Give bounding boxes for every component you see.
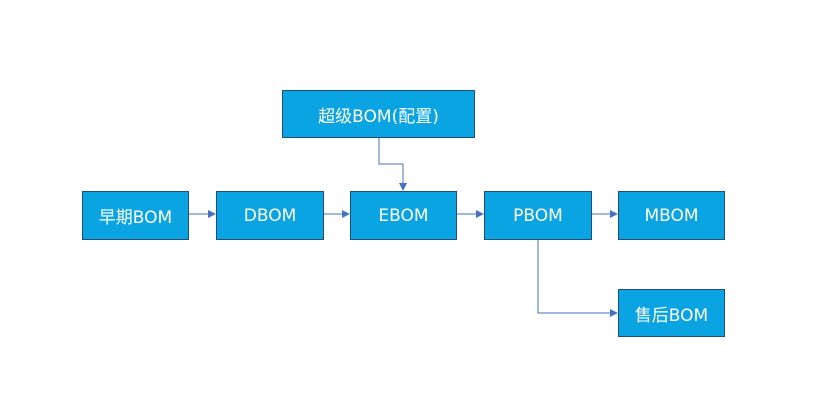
- after-sales-bom-node: 售后BOM: [618, 289, 725, 337]
- arrow-super-bom-to-ebom: [378, 138, 407, 191]
- arrow-pbom-to-after-sales-bom: [537, 240, 618, 317]
- super-bom-node: 超级BOM(配置): [282, 90, 475, 138]
- mbom-node: MBOM: [618, 191, 725, 240]
- ebom-node: EBOM: [350, 191, 457, 240]
- early-bom-node: 早期BOM: [82, 191, 189, 240]
- pbom-node: PBOM: [484, 191, 592, 240]
- dbom-node: DBOM: [216, 191, 324, 240]
